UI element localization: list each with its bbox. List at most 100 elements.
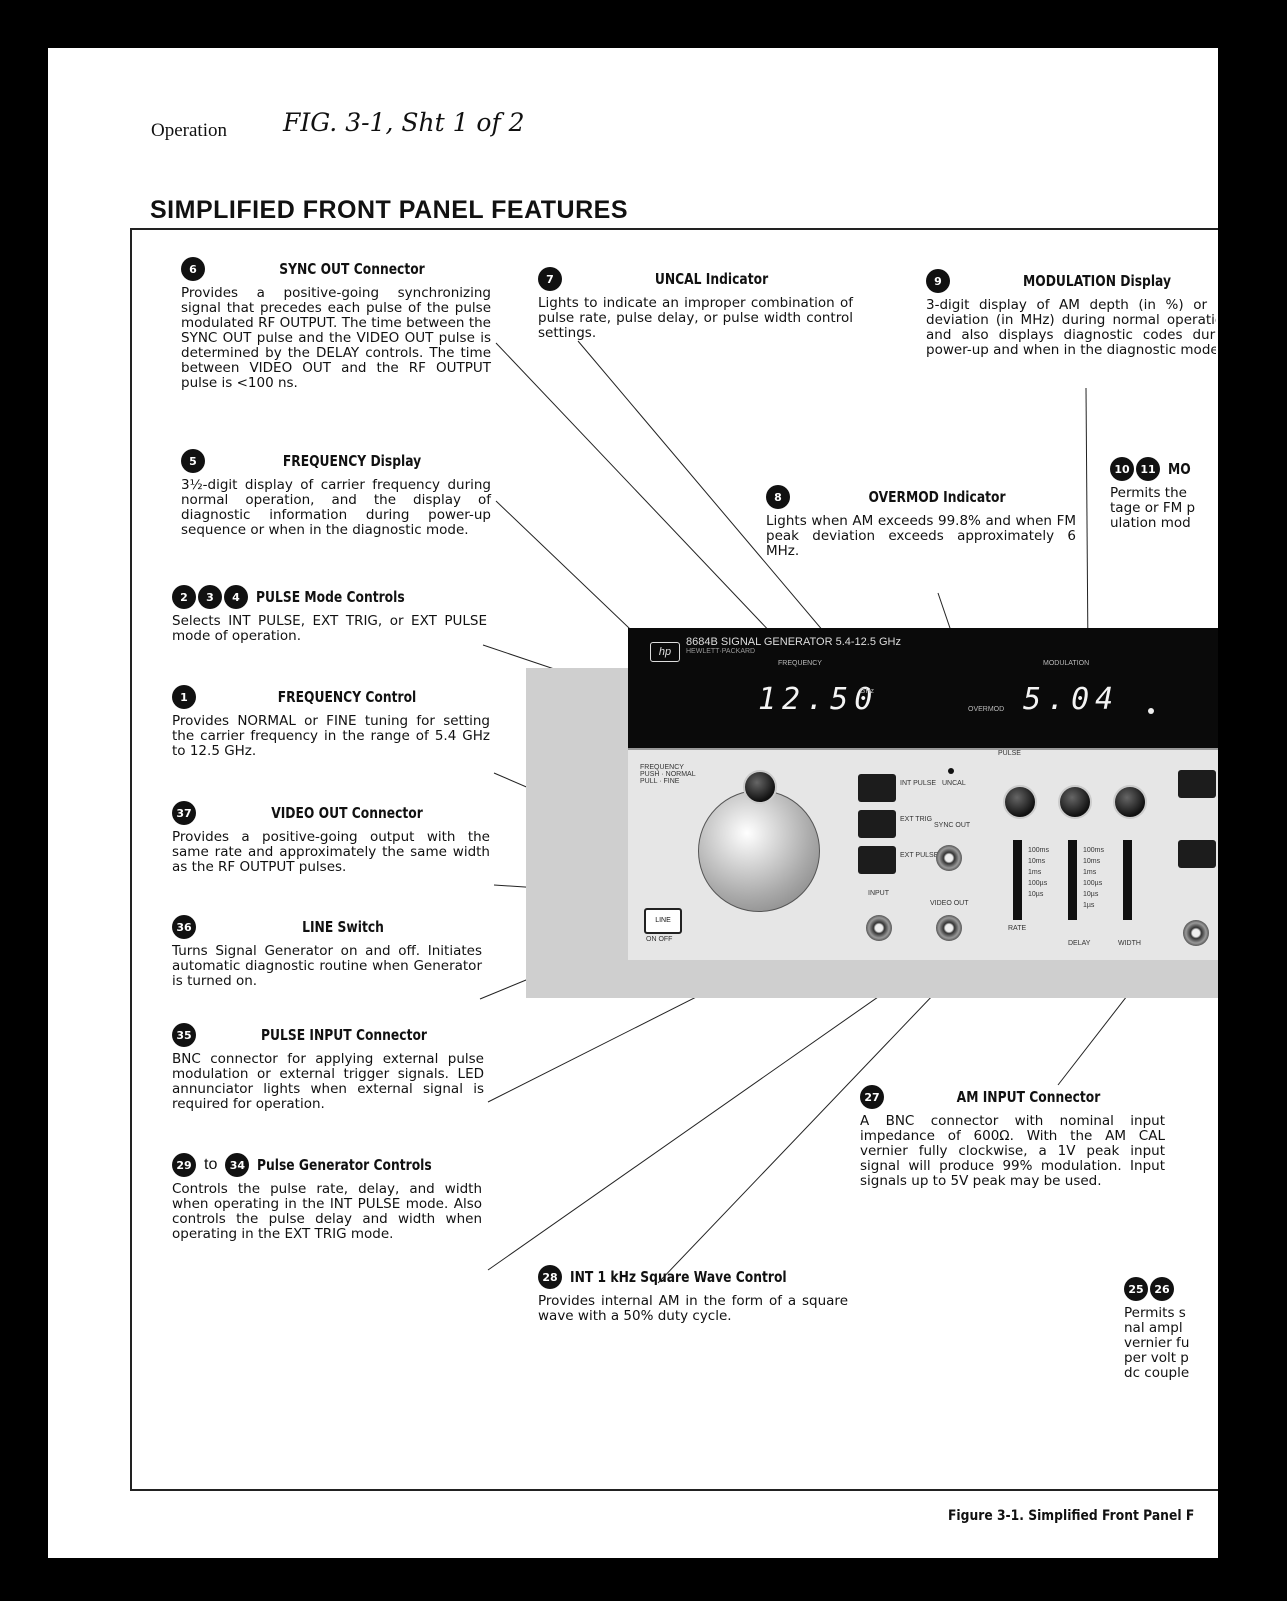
sync-out-connector[interactable]: [936, 845, 962, 871]
callout-number: 36: [172, 915, 196, 939]
feature-title: OVERMOD Indicator: [868, 488, 1006, 506]
callout-number: 37: [172, 801, 196, 825]
range-label: 10ms: [1028, 858, 1046, 865]
feature-title: AM INPUT Connector: [956, 1088, 1101, 1106]
range-label: 100µs: [1028, 880, 1048, 887]
callout-number: 1: [172, 685, 196, 709]
modulation-label: MODULATION: [1043, 660, 1090, 667]
ext-trig-button[interactable]: [858, 810, 896, 838]
feature-body: BNC connector for applying external puls…: [172, 1051, 484, 1112]
frequency-knob[interactable]: [698, 790, 820, 912]
pulse-input-connector[interactable]: [866, 915, 892, 941]
page-title: SIMPLIFIED FRONT PANEL FEATURES: [150, 196, 629, 224]
feature-title: VIDEO OUT Connector: [271, 804, 423, 822]
feature-pulse-input: 35 PULSE INPUT Connector BNC connector fo…: [172, 1022, 484, 1112]
callout-number: 28: [538, 1265, 562, 1289]
pulse-label: PULSE: [998, 750, 1021, 757]
video-out-label: VIDEO OUT: [930, 900, 969, 907]
feature-video-out: 37 VIDEO OUT Connector Provides a positiv…: [172, 800, 490, 875]
callout-number: 3: [198, 585, 222, 609]
modulation-unit-led: [1148, 708, 1154, 714]
page-number: 3-2a: [118, 1556, 152, 1558]
feature-title: FREQUENCY Display: [282, 452, 422, 470]
feature-title: PULSE INPUT Connector: [261, 1026, 427, 1044]
to-word: to: [204, 1156, 218, 1173]
callout-number: 8: [766, 485, 790, 509]
width-knob[interactable]: [1113, 785, 1147, 819]
callout-number: 27: [860, 1085, 884, 1109]
instrument-name: 8684B SIGNAL GENERATOR 5.4-12.5 GHz: [686, 636, 901, 648]
callout-number: 34: [225, 1153, 250, 1177]
handwritten-note: FIG. 3-1, Sht 1 of 2: [283, 108, 525, 137]
document-page: Operation FIG. 3-1, Sht 1 of 2 SIMPLIFIE…: [48, 48, 1218, 1558]
range-label: 1ms: [1028, 869, 1042, 876]
feature-body: Provides a positive-going output with th…: [172, 829, 490, 875]
feature-body: Permits s nal ampl vernier fu per volt p…: [1124, 1305, 1190, 1381]
feature-title: MO: [1168, 460, 1191, 478]
feature-title: Pulse Generator Controls: [257, 1156, 433, 1174]
ext-pulse-button[interactable]: [858, 846, 896, 874]
rate-knob[interactable]: [1003, 785, 1037, 819]
delay-range-list: 100ms 10ms 1ms 100µs 10µs: [1028, 845, 1049, 900]
callout-number: 9: [926, 269, 950, 293]
am-input-connector[interactable]: [1183, 920, 1209, 946]
feature-frequency-display: 5 FREQUENCY Display 3½-digit display of c…: [181, 448, 491, 538]
signal-generator-image: hp 8684B SIGNAL GENERATOR 5.4-12.5 GHz H…: [508, 628, 1218, 1018]
callout-number: 6: [181, 257, 205, 281]
rate-label: RATE: [1008, 925, 1027, 932]
callout-number: 26: [1150, 1277, 1174, 1301]
callout-number: 5: [181, 449, 205, 473]
feature-body: 3½-digit display of carrier frequency du…: [181, 477, 491, 538]
modulation-button[interactable]: [1178, 770, 1216, 798]
sync-out-label: SYNC OUT: [934, 822, 971, 829]
feature-title: UNCAL Indicator: [654, 270, 769, 288]
callout-number: 2: [172, 585, 196, 609]
feature-title: INT 1 kHz Square Wave Control: [570, 1268, 787, 1286]
fine-knob[interactable]: [743, 770, 777, 804]
on-off-label: ON OFF: [646, 936, 673, 943]
feature-title: PULSE Mode Controls: [256, 588, 405, 606]
am-button[interactable]: [1178, 840, 1216, 868]
width-range-switch[interactable]: [1123, 840, 1132, 920]
feature-body: Selects INT PULSE, EXT TRIG, or EXT PULS…: [172, 613, 487, 644]
feature-title: MODULATION Display: [1022, 272, 1172, 290]
feature-frequency-control: 1 FREQUENCY Control Provides NORMAL or FI…: [172, 684, 490, 759]
video-out-connector[interactable]: [936, 915, 962, 941]
range-label: 1µs: [1083, 902, 1095, 909]
delay-knob[interactable]: [1058, 785, 1092, 819]
width-label: WIDTH: [1118, 940, 1141, 947]
range-label: 10ms: [1083, 858, 1101, 865]
feature-body: Permits the tage or FM p ulation mod: [1110, 485, 1196, 531]
feature-modulation-display: 9 MODULATION Display 3-digit display of A…: [926, 268, 1216, 388]
feature-title: FREQUENCY Control: [277, 688, 417, 706]
range-label: 100µs: [1083, 880, 1103, 887]
range-label: 100ms: [1028, 847, 1050, 854]
int-pulse-button[interactable]: [858, 774, 896, 802]
feature-title: SYNC OUT Connector: [279, 260, 425, 278]
feature-body: A BNC connector with nominal input imped…: [860, 1113, 1165, 1189]
line-switch[interactable]: LINE: [644, 908, 682, 934]
ext-trig-label: EXT TRIG: [900, 816, 933, 823]
callout-number: 4: [224, 585, 248, 609]
hp-logo: hp: [650, 642, 680, 662]
feature-body: Lights to indicate an improper combinati…: [538, 295, 853, 341]
range-label: 10µs: [1083, 891, 1099, 898]
callout-number: 35: [172, 1023, 196, 1047]
delay-range-switch[interactable]: [1068, 840, 1077, 920]
range-label: 100ms: [1083, 847, 1105, 854]
rate-range-switch[interactable]: [1013, 840, 1022, 920]
feature-body: Provides NORMAL or FINE tuning for setti…: [172, 713, 490, 759]
feature-body: 3-digit display of AM depth (in %) or FM…: [926, 297, 1216, 358]
width-range-list: 100ms 10ms 1ms 100µs 10µs 1µs: [1083, 845, 1104, 911]
range-label: 10µs: [1028, 891, 1044, 898]
overmod-label: OVERMOD: [968, 706, 1005, 713]
section-label: Operation: [151, 120, 227, 141]
